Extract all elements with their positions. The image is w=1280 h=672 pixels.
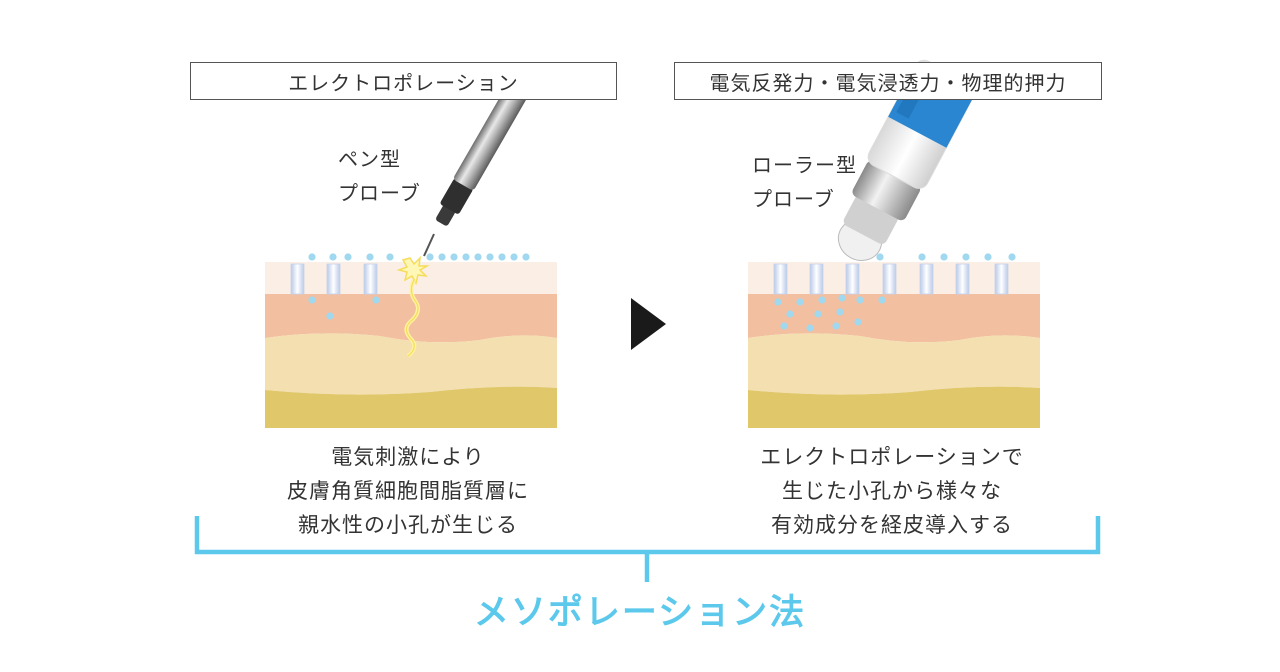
ingredient-dot (774, 298, 782, 306)
ingredient-dot (329, 253, 337, 261)
ingredient-dot (372, 296, 380, 304)
left-pore-channels (290, 263, 378, 295)
ingredient-dot (832, 322, 840, 330)
ingredient-dot (426, 253, 434, 261)
pore-channel (882, 263, 897, 295)
ingredient-dot (366, 253, 374, 261)
left-skin-block (265, 262, 557, 428)
pore-channel (290, 263, 305, 295)
method-title: メソポレーション法 (473, 593, 807, 633)
pore-channel (326, 263, 341, 295)
right-title-box: 電気反発力・電気浸透力・物理的押力 (674, 62, 1102, 100)
ingredient-dot (918, 253, 926, 261)
ingredient-dot (438, 253, 446, 261)
pore-channel (919, 263, 934, 295)
ingredient-dot (450, 253, 458, 261)
ingredient-dot (462, 253, 470, 261)
ingredient-dot (838, 294, 846, 302)
ingredient-dot (498, 253, 506, 261)
ingredient-dot (1008, 253, 1016, 261)
right-skin-block (748, 262, 1040, 428)
ingredient-dot (876, 253, 884, 261)
right-probe-label: ローラー型 プローブ (752, 153, 857, 211)
pore-channel (809, 263, 824, 295)
right-ingredient-dots (774, 253, 1016, 332)
ingredient-dot (326, 312, 334, 320)
right-caption: エレクトロポレーションで 生じた小孔から様々な 有効成分を経皮導入する (760, 445, 1024, 537)
ingredient-dot (940, 253, 948, 261)
ingredient-dot (806, 324, 814, 332)
pore-channel (994, 263, 1009, 295)
ingredient-dot (796, 298, 804, 306)
pore-channel (845, 263, 860, 295)
ingredient-dot (308, 296, 316, 304)
ingredient-dot (522, 253, 530, 261)
ingredient-dot (308, 253, 316, 261)
ingredient-dot (856, 296, 864, 304)
ingredient-dot (836, 308, 844, 316)
ingredient-dot (854, 318, 862, 326)
pen-probe-icon (423, 75, 533, 257)
ingredient-dot (818, 296, 826, 304)
ingredient-dot (510, 253, 518, 261)
ingredient-dot (780, 322, 788, 330)
ingredient-dot (474, 253, 482, 261)
ingredient-dot (984, 253, 992, 261)
ingredient-dot (962, 253, 970, 261)
ingredient-dot (344, 253, 352, 261)
bracket-line (194, 516, 1101, 582)
left-title-box: エレクトロポレーション (190, 62, 617, 100)
left-title: エレクトロポレーション (288, 70, 519, 95)
ingredient-dot (878, 296, 886, 304)
ingredient-dot (786, 310, 794, 318)
left-ingredient-dots (308, 253, 530, 320)
spark-icon (396, 255, 430, 358)
play-arrow-icon (631, 298, 666, 350)
pore-channel (773, 263, 788, 295)
right-title: 電気反発力・電気浸透力・物理的押力 (709, 70, 1067, 95)
pore-channel (955, 263, 970, 295)
ingredient-dot (486, 253, 494, 261)
pore-channel (363, 263, 378, 295)
left-caption: 電気刺激により 皮膚角質細胞間脂質層に 親水性の小孔が生じる (287, 445, 529, 537)
ingredient-dot (386, 253, 394, 261)
right-pore-channels (773, 263, 1009, 295)
left-probe-label: ペン型 プローブ (338, 147, 421, 205)
ingredient-dot (814, 310, 822, 318)
